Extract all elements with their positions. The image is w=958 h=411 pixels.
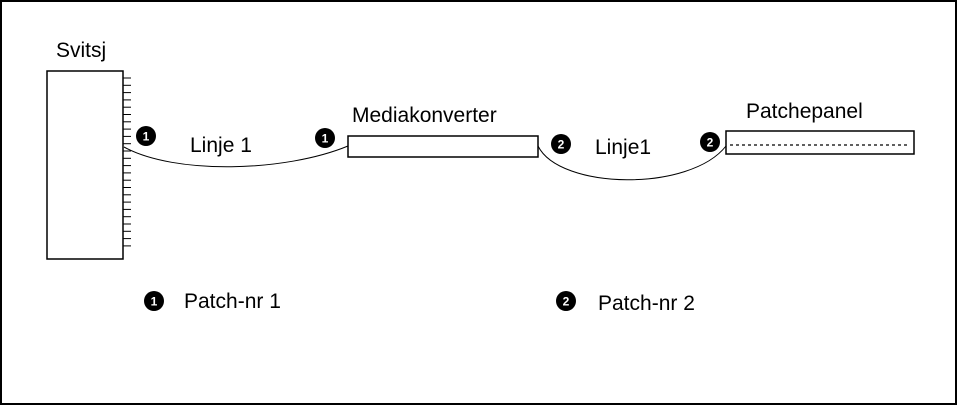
media-converter-label: Mediakonverter [352, 104, 497, 127]
legend-marker-1 [144, 291, 164, 311]
cable-line-2 [537, 145, 727, 181]
svg-text:2: 2 [563, 295, 570, 309]
legend-text-1: Patch-nr 1 [184, 290, 281, 313]
patch-marker-2-converter: 2 [551, 134, 571, 154]
patch-panel-label: Patchepanel [746, 100, 863, 123]
svg-text:1: 1 [143, 130, 150, 144]
svg-text:1: 1 [322, 132, 329, 146]
legend-item-2: 2 Patch-nr 2 [556, 291, 695, 315]
svg-text:2: 2 [707, 136, 714, 150]
patch-panel: Patchepanel [725, 100, 915, 155]
patch-marker-1-switch: 1 [136, 126, 156, 146]
patch-marker-1-converter: 1 [315, 128, 335, 148]
switch-port-ticks [123, 77, 131, 247]
svg-text:1: 1 [151, 295, 158, 309]
line-1-label: Linje 1 [190, 134, 252, 157]
media-converter-body [347, 135, 539, 158]
switch-body [46, 70, 124, 260]
cable-line-1 [123, 145, 349, 168]
patch-panel-body [725, 130, 915, 155]
legend-text-2: Patch-nr 2 [598, 292, 695, 315]
line-2-label: Linje1 [595, 136, 651, 159]
patch-marker-2-panel: 2 [700, 132, 720, 152]
legend-marker-2 [556, 291, 576, 311]
legend-item-1: 1 Patch-nr 1 [144, 290, 281, 313]
switch-label: Svitsj [56, 39, 106, 62]
svg-text:2: 2 [558, 138, 565, 152]
switch: Svitsj [46, 39, 131, 260]
